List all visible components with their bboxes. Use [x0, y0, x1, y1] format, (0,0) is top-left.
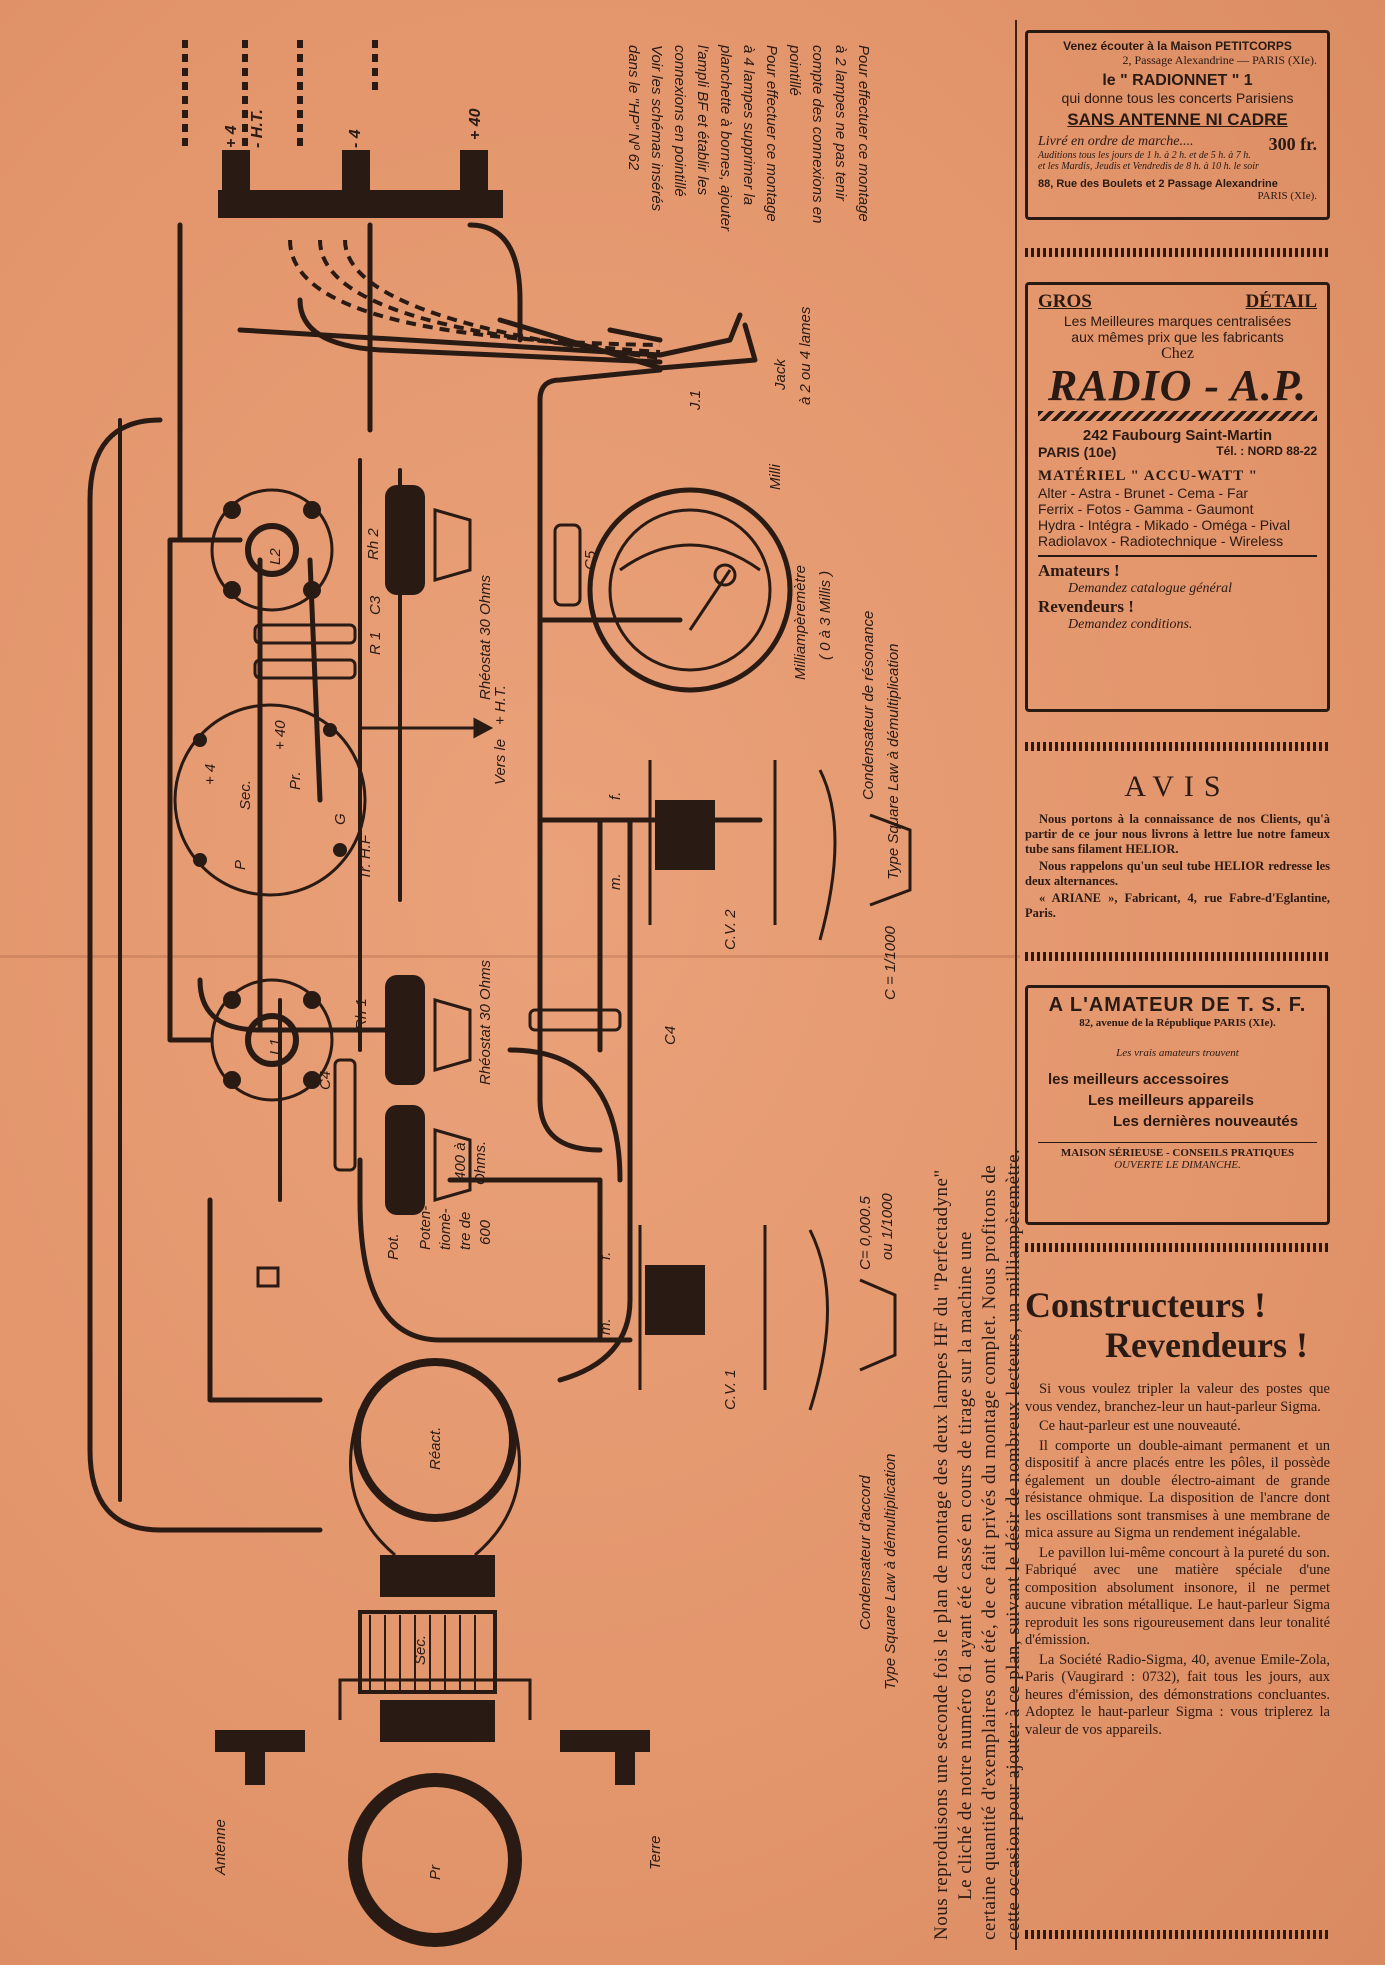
label-rh1: Rh 1	[353, 998, 370, 1030]
label-terre: Terre	[647, 1836, 664, 1870]
label-m2: m.	[597, 1318, 614, 1335]
label-plus40: + 40	[467, 108, 484, 140]
ad-petitcorps: Venez écouter à la Maison PETITCORPS 2, …	[1025, 30, 1330, 220]
separator	[1025, 248, 1330, 257]
assembly-note: Pour effectuer ce montage à 2 lampes ne …	[625, 45, 872, 231]
fold-line	[0, 955, 1020, 958]
label-cv2: C.V. 2	[722, 909, 739, 950]
label-c5: C5	[582, 550, 599, 570]
label-vers: Vers le	[492, 739, 509, 785]
label-m1: m.	[607, 873, 624, 890]
label-antenne: Antenne	[212, 1819, 229, 1876]
terminal-strip	[218, 190, 503, 218]
label-rh2: Rh 2	[365, 528, 382, 560]
label-cond-res-type: Type Square Law à démultiplication	[885, 643, 902, 880]
label-ohms: 400 à	[452, 1142, 469, 1180]
label-j1: J.1	[687, 390, 704, 411]
ad-amateur-tsf: A L'AMATEUR DE T. S. F. 82, avenue de la…	[1025, 985, 1330, 1225]
label-cval1b: ou 1/1000	[879, 1193, 896, 1260]
label-tr-hf: Tr. H.F	[357, 834, 374, 880]
ad-sigma: Constructeurs ! Revendeurs ! Si vous vou…	[1025, 1285, 1330, 1738]
label-cv1: C.V. 1	[722, 1369, 739, 1410]
label-pot: Pot.	[385, 1233, 402, 1260]
label-l1: L1	[267, 1038, 284, 1055]
separator	[1025, 1930, 1330, 1939]
label-cval1: C= 0,000.5	[857, 1196, 874, 1270]
label-pot4: 600	[477, 1219, 494, 1245]
label-pot3: tre de	[457, 1212, 474, 1250]
label-minus-ht: - H.T.	[249, 109, 266, 148]
label-p: P	[232, 860, 249, 870]
label-jack: Jack	[772, 358, 789, 391]
label-c4: C4	[662, 1026, 679, 1045]
sigma-title-2: Revendeurs !	[1105, 1325, 1308, 1365]
diagram-caption: Nous reproduisons une seconde fois le pl…	[931, 1148, 1024, 1940]
label-c3: C3	[367, 595, 384, 615]
label-f1: f.	[607, 792, 624, 800]
label-sec: Sec.	[237, 780, 254, 810]
separator	[1025, 1243, 1330, 1252]
label-pot2: tiomè-	[437, 1208, 454, 1250]
label-rheostat1: Rhéostat 30 Ohms	[477, 959, 494, 1085]
label-f2: f.	[597, 1252, 614, 1260]
radio-ap-logo: RADIO - A.P.	[1048, 361, 1307, 410]
label-plus40-b: + 40	[272, 720, 289, 750]
label-pr: Pr.	[287, 771, 304, 790]
label-minus4: - 4	[347, 129, 364, 148]
label-plus4: + 4	[223, 125, 240, 148]
label-ohms2: Ohms.	[472, 1141, 489, 1185]
label-milliamp-range: ( 0 à 3 Millis )	[817, 571, 834, 660]
sigma-title-1: Constructeurs !	[1025, 1285, 1266, 1325]
separator	[1025, 952, 1330, 961]
column-divider	[1015, 20, 1017, 1950]
label-cond-acc-type: Type Square Law à démultiplication	[882, 1453, 899, 1690]
label-milli: Milli	[767, 464, 784, 490]
label-cval2: C = 1/1000	[882, 926, 899, 1000]
separator	[1025, 742, 1330, 751]
label-potentiometre: Poten-	[417, 1206, 434, 1250]
ad-radio-ap: GROS DÉTAIL Les Meilleures marques centr…	[1025, 282, 1330, 712]
wiring-diagram: + 4 - H.T. - 4 + 40 L2 L1 Rh 2 Rh 1 Rhéo…	[87, 40, 912, 1947]
label-jack-lames: à 2 ou 4 lames	[797, 306, 814, 405]
label-rheostat2: Rhéostat 30 Ohms	[477, 574, 494, 700]
label-ht: + H.T.	[492, 685, 509, 725]
ad-avis: AVIS Nous portons à la connaissance de n…	[1025, 770, 1330, 920]
label-r1: R 1	[367, 632, 384, 655]
label-g: G	[332, 813, 349, 825]
label-cond-acc: Condensateur d'accord	[857, 1475, 874, 1630]
label-pr2: Pr	[427, 1864, 444, 1880]
label-plus4-b: + 4	[202, 764, 219, 785]
label-sec2: Sec.	[412, 1635, 429, 1665]
label-reac: Réact.	[427, 1427, 444, 1470]
label-c4-b: C4	[317, 1071, 334, 1090]
label-milliamp: Milliampèremètre	[792, 565, 809, 680]
label-l2: L2	[267, 548, 284, 565]
label-cond-res: Condensateur de résonance	[860, 611, 877, 800]
